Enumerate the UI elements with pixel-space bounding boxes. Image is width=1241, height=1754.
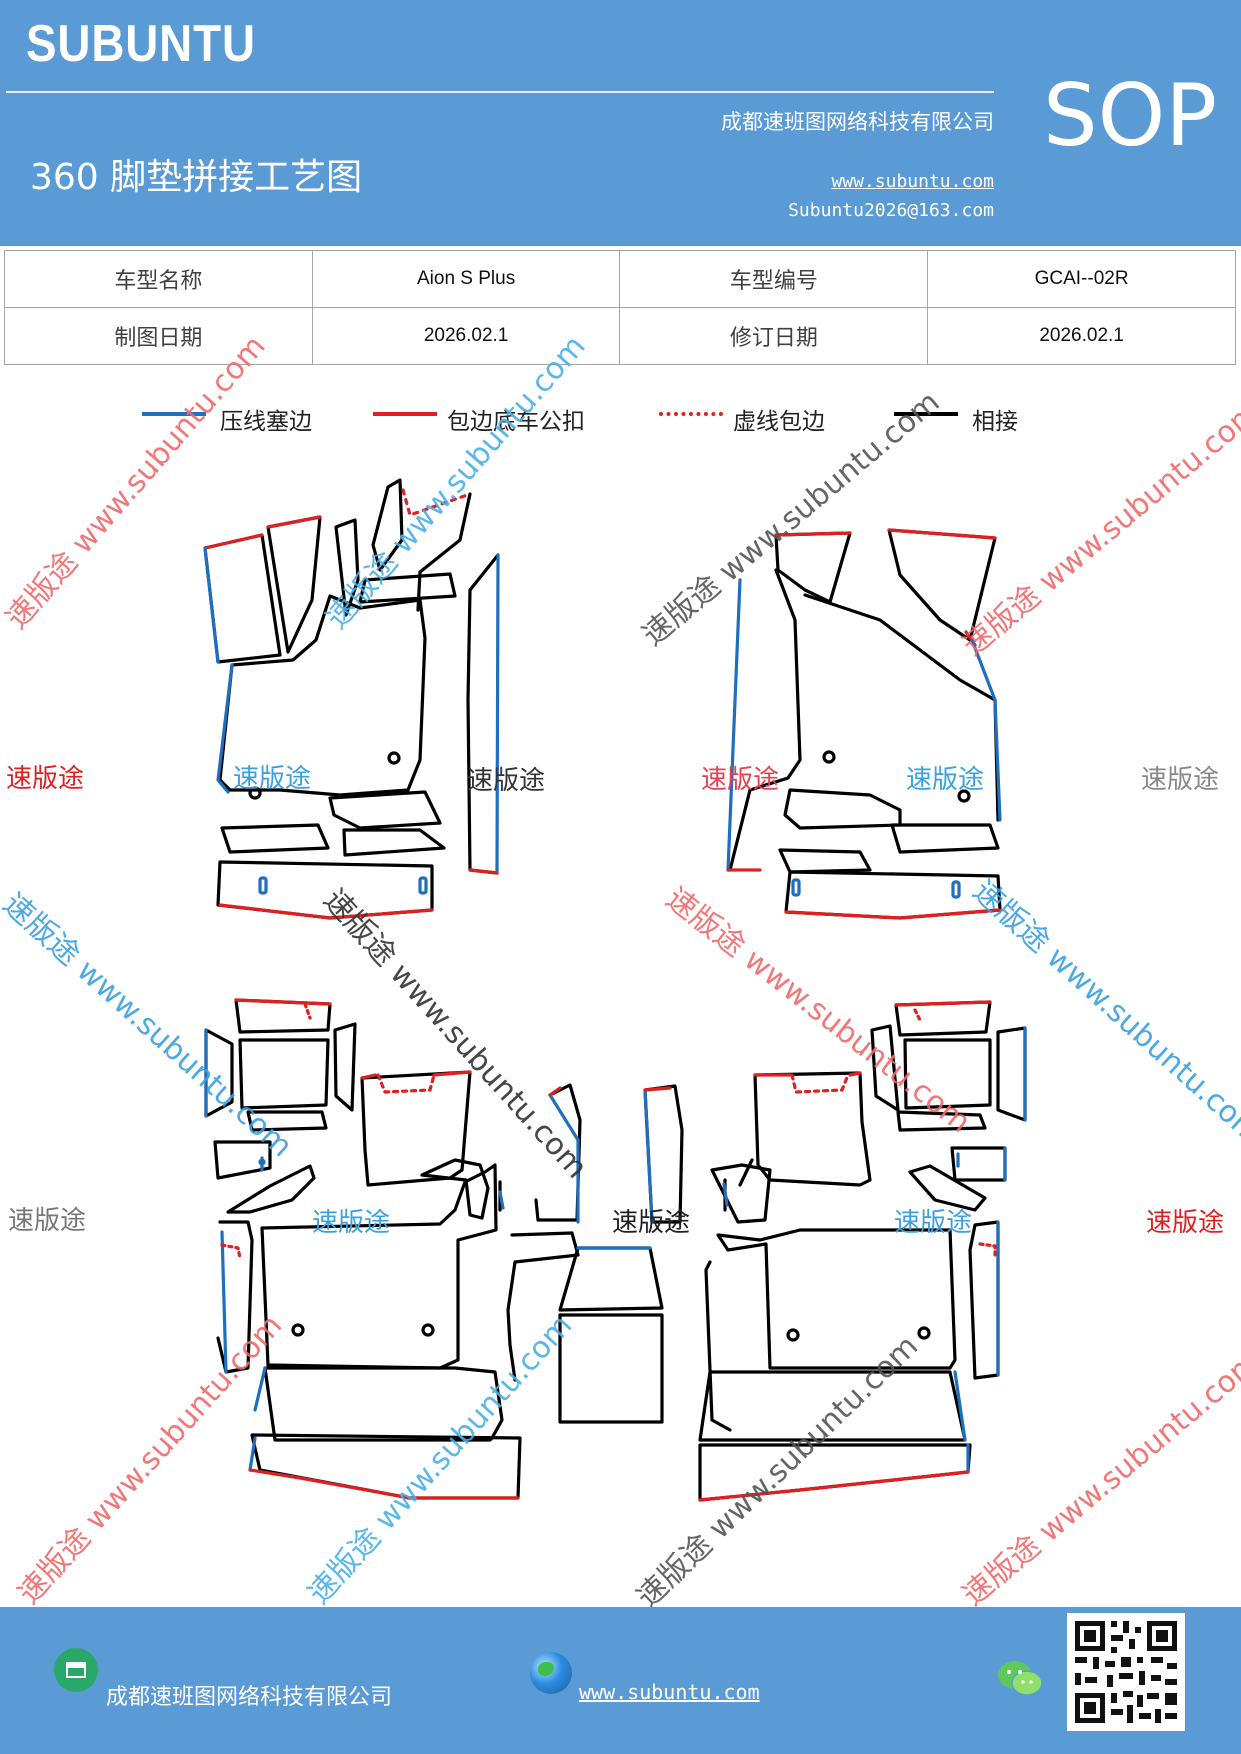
header-company-name: 成都速班图网络科技有限公司 (721, 110, 994, 134)
header-banner: SUBUNTU 360 脚垫拼接工艺图 成都速班图网络科技有限公司 www.su… (0, 0, 1241, 246)
table-row: 车型名称 Aion S Plus 车型编号 GCAI--02R (4, 250, 1236, 308)
header-divider (6, 91, 994, 93)
header-website-link[interactable]: www.subuntu.com (831, 171, 994, 192)
brand-logo: SUBUNTU (26, 15, 256, 73)
vehicle-info-table: 车型名称 Aion S Plus 车型编号 GCAI--02R 制图日期 202… (4, 250, 1236, 365)
front-left-mat-group (203, 478, 500, 920)
legend-swatch-red-dotted (659, 412, 723, 416)
sop-label: SOP (1043, 66, 1218, 166)
qr-code (1067, 1613, 1185, 1731)
legend-swatch-black (894, 412, 958, 416)
legend-label: 压线塞边 (220, 409, 312, 435)
rear-right-mat-group (698, 1000, 1027, 1502)
label-model-code: 车型编号 (619, 250, 929, 308)
legend-label: 虚线包边 (733, 409, 825, 435)
footer-company-name: 成都速班图网络科技有限公司 (106, 1685, 393, 1710)
header-email[interactable]: Subuntu2026@163.com (788, 200, 994, 221)
label-model-name: 车型名称 (4, 250, 313, 308)
value-model-name: Aion S Plus (311, 250, 621, 308)
document-title: 360 脚垫拼接工艺图 (30, 157, 363, 198)
wechat-icon[interactable] (997, 1659, 1043, 1697)
front-right-mat-group (726, 528, 1002, 920)
label-revision-date: 修订日期 (619, 307, 929, 365)
legend-label: 相接 (972, 409, 1018, 435)
globe-icon (530, 1652, 572, 1694)
footer-website-link[interactable]: www.subuntu.com (579, 1680, 760, 1704)
rear-left-mat-group (204, 998, 582, 1500)
legend-swatch-blue (142, 412, 206, 416)
value-draw-date: 2026.02.1 (311, 307, 621, 365)
value-revision-date: 2026.02.1 (927, 307, 1236, 365)
table-row: 制图日期 2026.02.1 修订日期 2026.02.1 (4, 307, 1236, 365)
legend-label: 包边底车公扣 (447, 409, 585, 435)
legend-swatch-red (373, 412, 437, 416)
label-draw-date: 制图日期 (4, 307, 313, 365)
footer-banner: 成都速班图网络科技有限公司 www.subuntu.com (0, 1607, 1241, 1754)
value-model-code: GCAI--02R (927, 250, 1236, 308)
home-icon (54, 1648, 98, 1692)
center-tunnel-mat-group (558, 1084, 684, 1424)
